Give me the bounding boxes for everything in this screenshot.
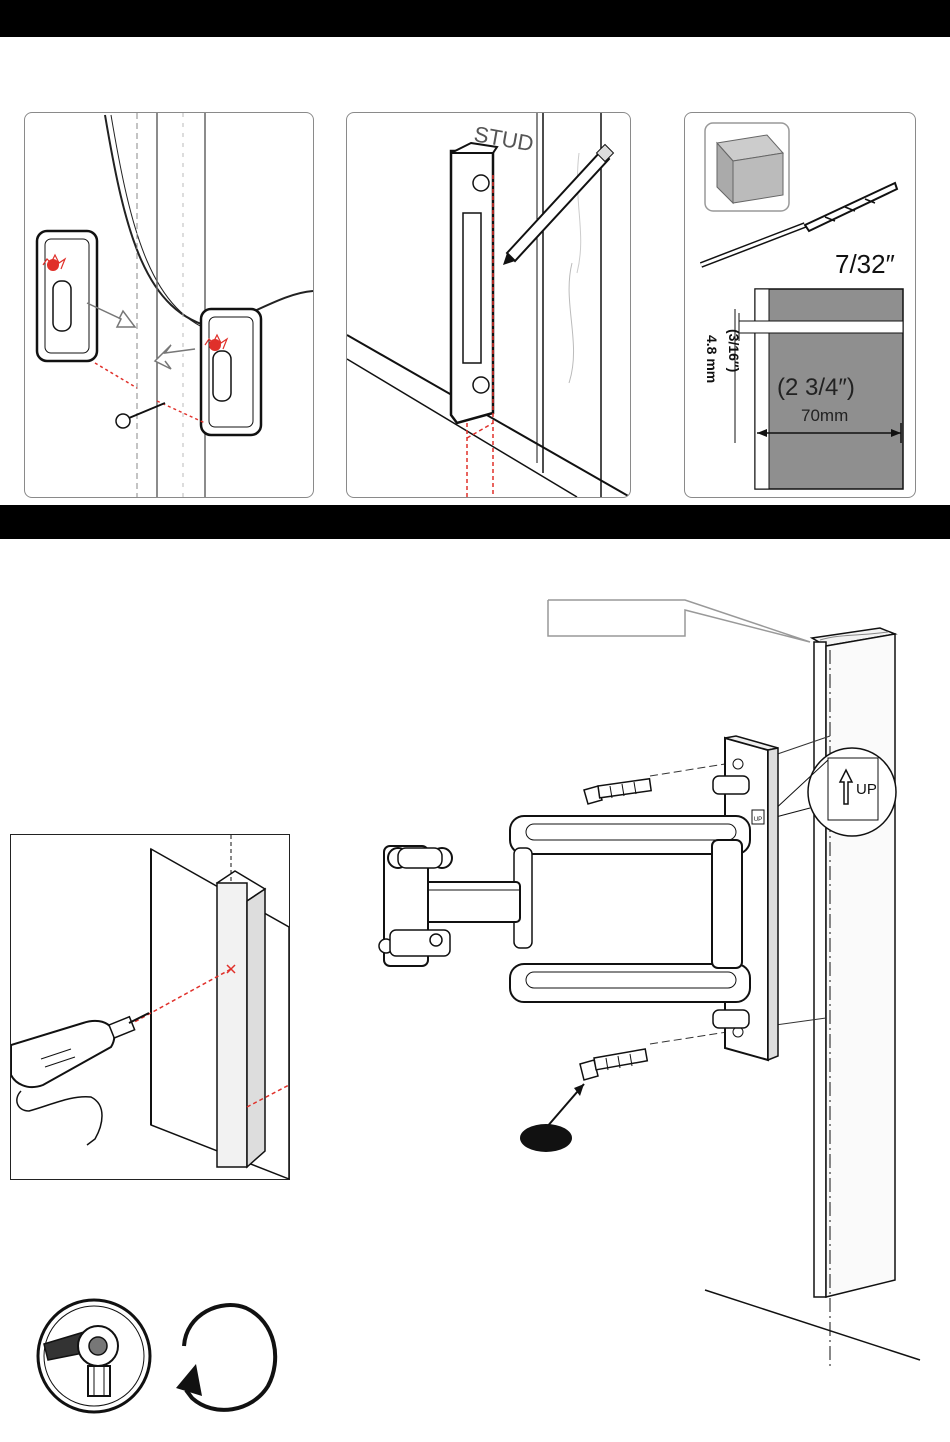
drill-bit-size: 7/32″	[835, 249, 895, 279]
stud-finder-wall-icon	[451, 143, 497, 423]
stud-finder-panel	[24, 112, 314, 498]
callout-box	[548, 600, 810, 642]
tighten-wrench-figure	[36, 1294, 286, 1424]
clockwise-rotation-arrow-icon	[176, 1305, 275, 1410]
stud-finder-right-icon	[201, 309, 261, 435]
wrench-icon	[38, 1300, 150, 1412]
swing-arm	[424, 816, 750, 1002]
stud-marking-illustration: STUD	[347, 113, 630, 497]
pencil-icon	[503, 145, 613, 265]
drill-pilot-hole-panel	[10, 834, 290, 1180]
up-label: UP	[856, 781, 877, 798]
up-label-magnifier: UP	[772, 748, 896, 836]
stud-marking-panel: STUD	[346, 112, 631, 498]
drill-pilot-hole-illustration	[11, 835, 289, 1179]
drill-spec-panel: 7/32″ (2 3/4″) 70mm (3/16″) 4.8 mm	[684, 112, 916, 498]
bracket-up-label: UP	[754, 817, 762, 823]
tighten-wrench-illustration	[36, 1294, 286, 1424]
hole-depth-mm: 70mm	[801, 406, 848, 425]
hole-depth-in: (2 3/4″)	[777, 374, 855, 401]
drill-spec-illustration: 7/32″ (2 3/4″) 70mm (3/16″) 4.8 mm	[685, 113, 915, 497]
stud-finder-illustration	[25, 113, 313, 497]
hole-diameter-mm: 4.8 mm	[704, 335, 720, 383]
lag-bolt-bottom-icon	[580, 1049, 647, 1080]
header-band-top	[0, 0, 950, 37]
header-band-middle	[0, 505, 950, 539]
lag-bolt-top-icon	[584, 779, 651, 804]
hole-diameter-in: (3/16″)	[726, 329, 742, 372]
part-badge	[520, 1124, 572, 1152]
stud-finder-left-icon	[37, 231, 97, 361]
power-drill-icon	[11, 1013, 149, 1145]
wood-stud	[812, 628, 895, 1370]
mount-assembly-diagram: UP UP	[340, 590, 950, 1370]
wood-block-icon	[705, 123, 789, 211]
mount-assembly-illustration: UP UP	[340, 590, 950, 1370]
